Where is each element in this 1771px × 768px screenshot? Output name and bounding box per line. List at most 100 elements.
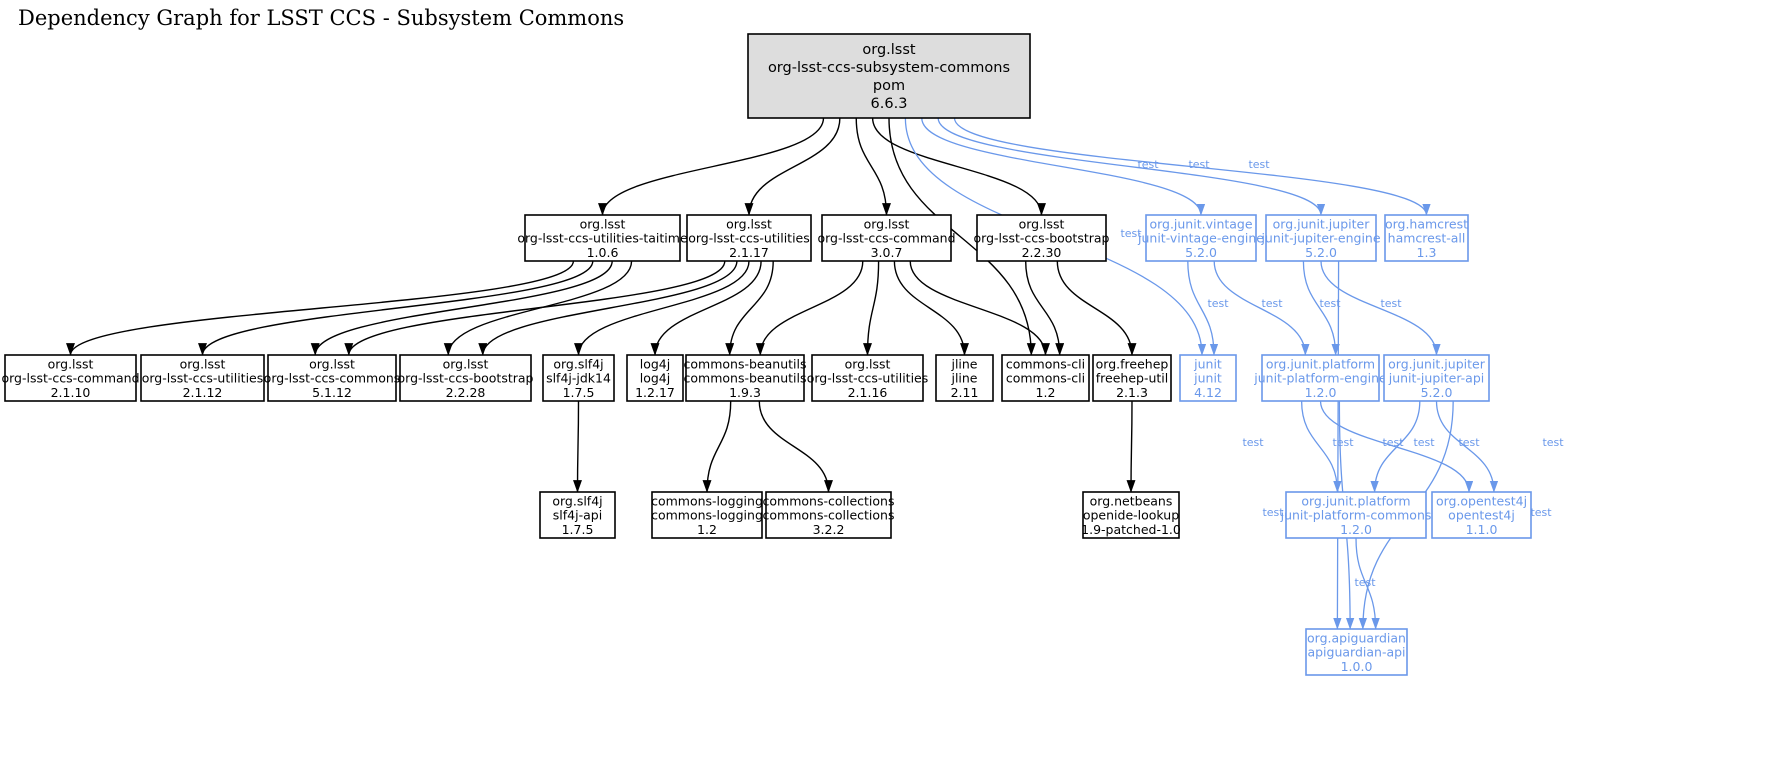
graph-edge-root-to-junit-jupiter-engine: [937, 117, 1326, 216]
node-line: 5.2.0: [1185, 245, 1217, 260]
node-box: [1265, 214, 1377, 262]
node-line: commons-logging: [651, 508, 763, 523]
node-line: junit-jupiter-engine: [1260, 231, 1380, 246]
node-line: org.lsst: [862, 42, 916, 58]
node-line: slf4j-api: [553, 508, 602, 523]
graph-edge-command-307-to-utilities-2116: [863, 260, 880, 356]
node-line: 2.1.3: [1116, 385, 1148, 400]
graph-node-openide-lookup[interactable]: org.netbeansopenide-lookup1.9-patched-1.…: [1081, 491, 1181, 539]
node-box: [4, 354, 137, 402]
node-line: 1.3: [1417, 245, 1437, 260]
node-line: commons-collections: [763, 493, 895, 508]
node-line: 1.0.6: [587, 245, 619, 260]
edge-label-test: test: [1319, 297, 1341, 310]
node-line: 2.11: [951, 385, 979, 400]
node-line: slf4j-jdk14: [546, 371, 611, 386]
node-line: org-lsst-ccs-utilities: [688, 231, 810, 246]
node-line: 5.2.0: [1421, 385, 1453, 400]
graph-node-root[interactable]: org.lsstorg-lsst-ccs-subsystem-commonspo…: [747, 33, 1031, 119]
node-line: jline: [950, 371, 977, 386]
node-line: org-lsst-ccs-bootstrap: [398, 371, 534, 386]
node-line: log4j: [640, 371, 670, 386]
node-line: apiguardian-api: [1307, 645, 1405, 660]
node-line: org.lsst: [864, 216, 910, 231]
graph-edge-junit-jupiter-api-to-opentest4j: [1435, 400, 1499, 493]
node-box: [811, 354, 924, 402]
node-line: org.lsst: [726, 216, 772, 231]
node-line: org.netbeans: [1090, 493, 1173, 508]
node-line: 5.1.12: [312, 385, 352, 400]
node-line: 2.1.12: [183, 385, 223, 400]
graph-edge-slf4j-jdk14-to-slf4j-api: [573, 400, 582, 493]
node-line: 6.6.3: [871, 96, 908, 112]
graph-edge-utilities-2117-to-commons-beanutils: [725, 260, 774, 356]
node-box: [821, 214, 952, 262]
node-box: [267, 354, 397, 402]
node-line: 1.9.3: [729, 385, 761, 400]
graph-edge-junit-jupiter-engine-to-junit-jupiter-api: [1320, 260, 1441, 356]
graph-node-junit-platform-engine[interactable]: org.junit.platformjunit-platform-engine1…: [1253, 354, 1387, 402]
graph-edge-command-307-to-commons-cli: [909, 260, 1050, 356]
graph-node-junit-platform-commons[interactable]: org.junit.platformjunit-platform-commons…: [1280, 491, 1432, 539]
node-line: commons-beanutils: [684, 371, 807, 386]
node-box: [539, 491, 616, 539]
graph-edge-bootstrap-2230-to-commons-cli: [1024, 260, 1065, 356]
node-line: 1.7.5: [563, 385, 595, 400]
graph-edge-root-to-hamcrest-all: [953, 117, 1431, 216]
node-box: [1305, 628, 1408, 676]
node-line: junit-platform-commons: [1280, 508, 1432, 523]
graph-edge-utilities-taitime-to-commons-5112: [310, 260, 613, 356]
edge-label-test: test: [1530, 506, 1552, 519]
edge-label-test: test: [1382, 436, 1404, 449]
graph-edge-root-to-utilities-2117: [744, 117, 841, 216]
graph-node-junit-vintage-engine[interactable]: org.junit.vintagejunit-vintage-engine5.2…: [1137, 214, 1264, 262]
node-line: commons-logging: [651, 493, 763, 508]
node-line: 2.2.28: [446, 385, 486, 400]
graph-edge-utilities-2117-to-log4j: [650, 260, 762, 356]
node-box: [524, 214, 681, 262]
node-line: junit-platform-engine: [1253, 371, 1387, 386]
graph-edge-freehep-util-to-openide-lookup: [1126, 400, 1136, 493]
node-box: [542, 354, 615, 402]
graph-node-commons-collections[interactable]: commons-collectionscommons-collections3.…: [763, 491, 895, 539]
graph-node-utilities-taitime[interactable]: org.lsstorg-lsst-ccs-utilities-taitime1.…: [517, 214, 688, 262]
node-line: org.lsst: [580, 216, 626, 231]
node-line: 2.1.16: [848, 385, 888, 400]
node-box: [1383, 354, 1490, 402]
node-box: [747, 33, 1031, 119]
node-line: junit-jupiter-api: [1388, 371, 1485, 386]
node-line: org.lsst: [180, 356, 226, 371]
graph-edge-junit-jupiter-engine-to-apiguardian-api: [1333, 260, 1342, 630]
node-line: org-lsst-ccs-command: [817, 231, 955, 246]
node-line: org-lsst-ccs-utilities: [807, 371, 929, 386]
node-box: [1092, 354, 1172, 402]
node-line: junit-vintage-engine: [1137, 231, 1264, 246]
graph-edge-root-to-utilities-taitime: [598, 117, 825, 216]
node-line: pom: [873, 78, 905, 94]
node-line: org.opentest4j: [1436, 493, 1527, 508]
graph-node-junit-jupiter-engine[interactable]: org.junit.jupiterjunit-jupiter-engine5.2…: [1260, 214, 1381, 262]
node-line: org-lsst-ccs-command: [1, 371, 139, 386]
graph-edge-junit-vintage-engine-to-junit-412: [1187, 260, 1219, 356]
